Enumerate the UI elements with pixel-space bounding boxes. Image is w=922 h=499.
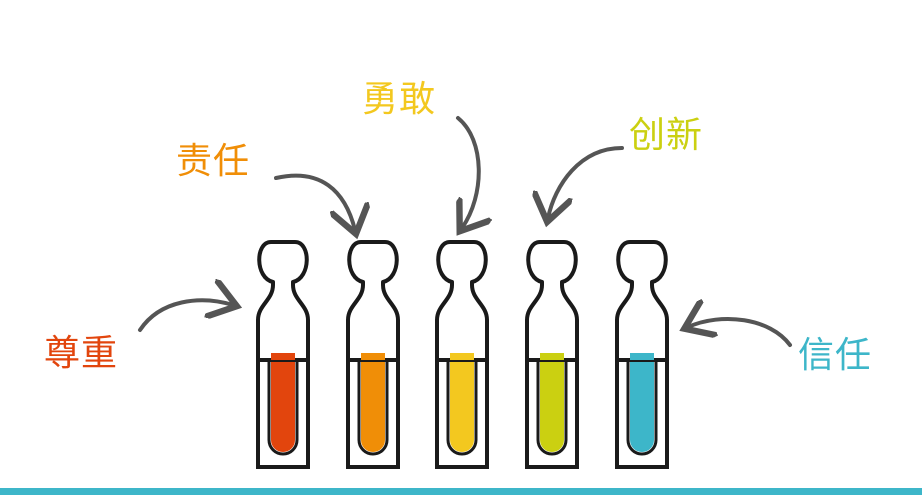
arrow-responsibility — [274, 173, 355, 230]
vial-outline — [346, 240, 400, 469]
vial-color-fill — [630, 362, 654, 452]
vial-responsibility — [346, 240, 400, 469]
vial-color-cap — [361, 353, 385, 360]
label-innovation: 创新 — [629, 115, 704, 156]
vial-color-fill — [450, 362, 474, 452]
arrow-courage — [456, 116, 479, 228]
vial-outline — [435, 240, 489, 469]
label-respect: 尊重 — [44, 333, 119, 374]
vial-color-fill — [271, 362, 295, 452]
vial-color-fill — [361, 362, 385, 452]
vial-trust — [615, 240, 669, 469]
arrow-respect — [138, 300, 233, 332]
vials-group — [256, 240, 669, 469]
arrows-group — [138, 116, 792, 347]
vial-tube-outline — [446, 360, 478, 456]
vial-color-cap — [630, 353, 654, 360]
label-trust: 信任 — [798, 335, 873, 376]
label-responsibility: 责任 — [176, 141, 251, 182]
vial-innovation — [525, 240, 579, 469]
vial-tube-outline — [626, 360, 658, 456]
bottom-divider — [0, 488, 922, 495]
arrow-innovation — [548, 146, 624, 218]
label-courage: 勇敢 — [362, 79, 437, 120]
vial-color-cap — [271, 353, 295, 360]
vial-outline — [256, 240, 310, 469]
vial-outline — [525, 240, 579, 469]
arrow-trust — [688, 319, 792, 347]
vial-color-cap — [450, 353, 474, 360]
vial-respect — [256, 240, 310, 469]
vial-courage — [435, 240, 489, 469]
vial-tube-outline — [357, 360, 389, 456]
vial-tube-outline — [536, 360, 568, 456]
vial-tube-outline — [267, 360, 299, 456]
vial-color-fill — [540, 362, 564, 452]
vial-color-cap — [540, 353, 564, 360]
vial-outline — [615, 240, 669, 469]
